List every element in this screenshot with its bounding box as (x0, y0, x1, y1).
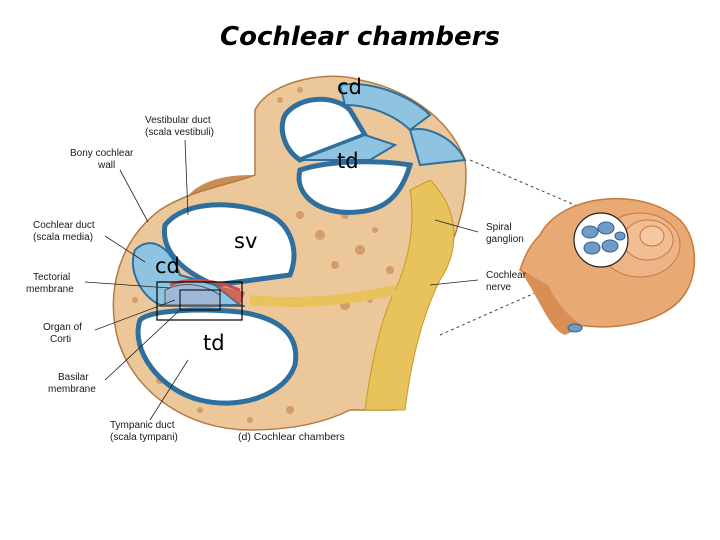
label-basilar-1: Basilar (58, 372, 89, 383)
spiral-ligament (215, 285, 245, 305)
label-vestibular-duct-1: Vestibular duct (145, 115, 211, 126)
label-bony-wall-1: Bony cochlear (70, 148, 134, 159)
label-tympanic-2: (scala tympani) (110, 432, 178, 443)
cochlear-nerve-bundle (364, 179, 455, 411)
upper-vestibular-chamber (279, 96, 369, 163)
label-spiral-ganglion-2: ganglion (486, 234, 524, 245)
overlay-cd-left: cd (155, 254, 180, 278)
highlight-box-inner (179, 289, 221, 311)
label-tympanic-1: Tympanic duct (110, 420, 175, 431)
overlay-td-bottom: td (203, 331, 225, 355)
leader-lines (84, 139, 479, 421)
figure-caption: (d) Cochlear chambers (238, 431, 345, 443)
overlay-cd-top: cd (337, 75, 362, 99)
nerve-fibers (249, 285, 397, 307)
label-cochlear-nerve-2: nerve (486, 282, 511, 293)
highlight-box-outer (156, 281, 243, 321)
label-basilar-2: membrane (48, 384, 96, 395)
top-right-chamber (408, 128, 467, 167)
label-organ-corti-2: Corti (50, 334, 71, 345)
label-cochlear-nerve-1: Cochlear (486, 270, 527, 281)
label-bony-wall-2: wall (97, 160, 115, 171)
label-vestibular-duct-2: (scala vestibuli) (145, 127, 214, 138)
label-tectorial-2: membrane (26, 284, 74, 295)
label-cochlear-duct-1: Cochlear duct (33, 220, 95, 231)
lower-vestibular-chamber (162, 202, 297, 288)
top-duct (338, 83, 432, 132)
tectorial-membrane-shape (169, 279, 241, 292)
label-spiral-ganglion-1: Spiral (486, 222, 512, 233)
overlay-sv: sv (234, 229, 257, 253)
page-title: Cochlear chambers (220, 22, 500, 52)
label-organ-corti-1: Organ of (43, 322, 82, 333)
upper-tympanic-chamber (296, 159, 414, 215)
overlay-td-top: td (337, 149, 359, 173)
cochlea-inset (519, 197, 696, 335)
label-cochlear-duct-2: (scala media) (33, 232, 93, 243)
label-tectorial-1: Tectorial (33, 272, 70, 283)
